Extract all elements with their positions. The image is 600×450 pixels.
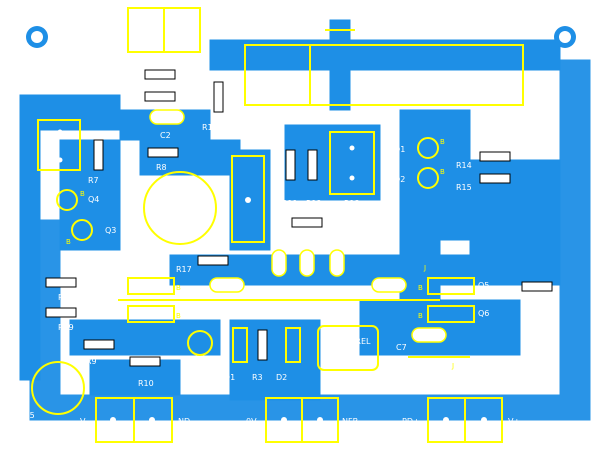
svg-text:R17: R17	[176, 265, 192, 274]
svg-text:J: J	[451, 362, 454, 370]
svg-text:R13: R13	[344, 199, 360, 208]
svg-text:R19: R19	[58, 323, 74, 332]
svg-text:MONGREL: MONGREL	[330, 337, 371, 346]
svg-text:V+: V+	[508, 417, 520, 426]
svg-text:R5: R5	[298, 291, 309, 300]
svg-text:V-: V-	[80, 417, 88, 426]
resistors	[45, 69, 553, 367]
svg-text:B: B	[418, 284, 423, 292]
svg-text:B: B	[440, 138, 445, 146]
svg-text:C5: C5	[24, 411, 35, 420]
mounting-holes	[26, 26, 576, 48]
svg-text:GND: GND	[104, 13, 122, 22]
svg-text:R2: R2	[126, 99, 137, 108]
svg-text:B: B	[418, 312, 423, 320]
pads	[57, 27, 487, 423]
svg-text:B: B	[176, 312, 181, 320]
labels: GND INPUT CAP JUMPER R20 R2 C2 R1 C1 R6 …	[24, 13, 536, 426]
svg-text:J: J	[423, 264, 426, 272]
svg-text:PD+: PD+	[402, 417, 420, 426]
svg-text:Q5: Q5	[478, 281, 489, 290]
svg-text:ND-: ND-	[178, 417, 193, 426]
svg-text:D3: D3	[192, 373, 203, 382]
svg-text:Q2: Q2	[394, 175, 405, 184]
svg-text:D2: D2	[276, 373, 287, 382]
svg-text:0V: 0V	[246, 417, 257, 426]
svg-text:C6: C6	[358, 291, 369, 300]
svg-text:R8: R8	[156, 163, 167, 172]
svg-text:R9: R9	[86, 357, 97, 366]
svg-text:R20: R20	[118, 79, 134, 88]
svg-text:C1: C1	[250, 109, 261, 118]
svg-text:NP: NP	[190, 225, 201, 234]
svg-text:CAP JUMPER: CAP JUMPER	[362, 27, 411, 36]
silkscreen-layer	[31, 7, 524, 443]
svg-text:D1: D1	[224, 373, 235, 382]
svg-text:B: B	[66, 238, 71, 246]
svg-text:Q8: Q8	[108, 309, 119, 318]
svg-text:R12: R12	[306, 199, 322, 208]
svg-text:R1: R1	[202, 123, 213, 132]
svg-text:B: B	[440, 168, 445, 176]
svg-text:R15: R15	[456, 183, 472, 192]
svg-text:R10: R10	[138, 379, 154, 388]
svg-text:C3: C3	[150, 245, 161, 254]
svg-text:R11: R11	[282, 199, 298, 208]
svg-text:R18: R18	[58, 293, 74, 302]
svg-text:Q1: Q1	[394, 145, 405, 154]
svg-text:C9: C9	[194, 291, 205, 300]
svg-text:Q3: Q3	[105, 226, 116, 235]
svg-text:Q4: Q4	[88, 195, 99, 204]
svg-text:C4: C4	[216, 239, 227, 248]
svg-text:C2: C2	[160, 131, 171, 140]
svg-text:R7: R7	[88, 176, 99, 185]
svg-text:NFB: NFB	[342, 417, 358, 426]
svg-text:Q6: Q6	[478, 309, 489, 318]
svg-text:R14: R14	[456, 161, 472, 170]
svg-text:INPUT: INPUT	[208, 13, 232, 22]
svg-text:EX 11: EX 11	[334, 353, 357, 362]
svg-text:B: B	[80, 190, 85, 198]
svg-text:R4: R4	[272, 221, 283, 230]
svg-text:C8: C8	[330, 291, 341, 300]
svg-text:Q7: Q7	[108, 281, 119, 290]
svg-text:R16: R16	[520, 293, 536, 302]
svg-text:R3: R3	[252, 373, 263, 382]
svg-text:B: B	[176, 284, 181, 292]
svg-text:R6: R6	[40, 185, 51, 194]
svg-text:C7: C7	[396, 343, 407, 352]
small-capacitors	[149, 109, 447, 343]
